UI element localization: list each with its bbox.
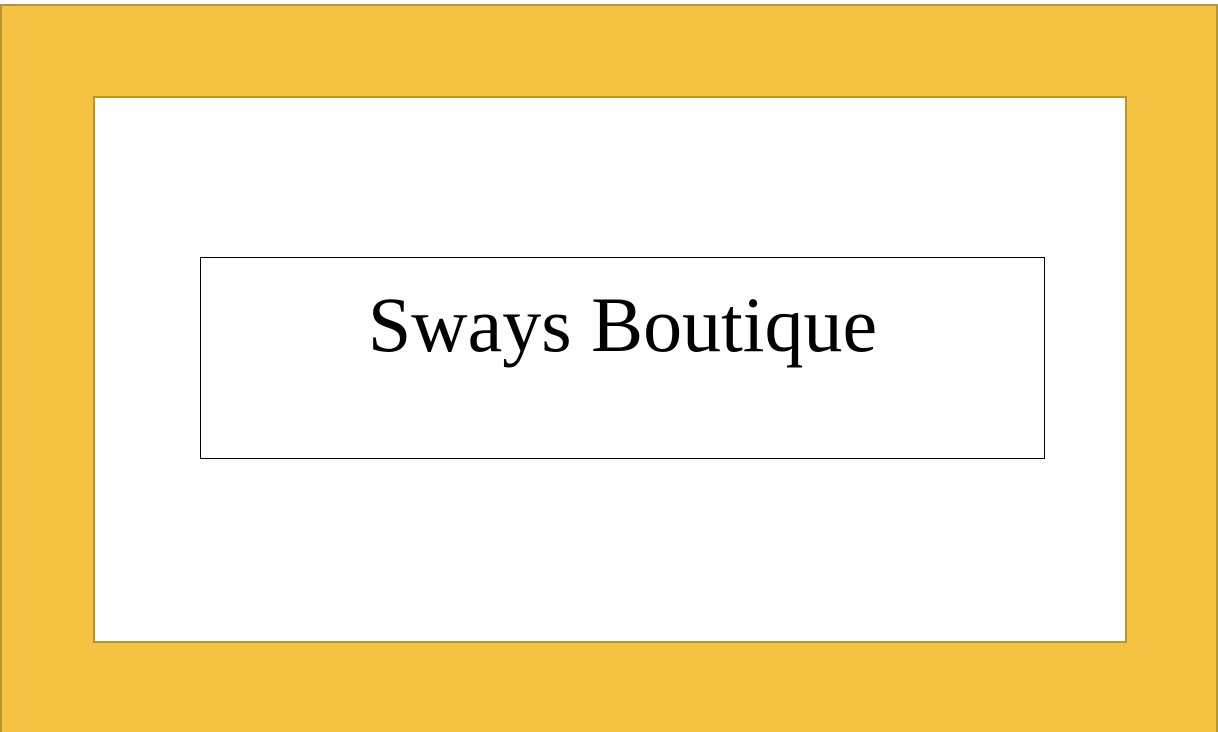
title-box: Sways Boutique [200, 257, 1045, 459]
page-title: Sways Boutique [367, 281, 878, 368]
